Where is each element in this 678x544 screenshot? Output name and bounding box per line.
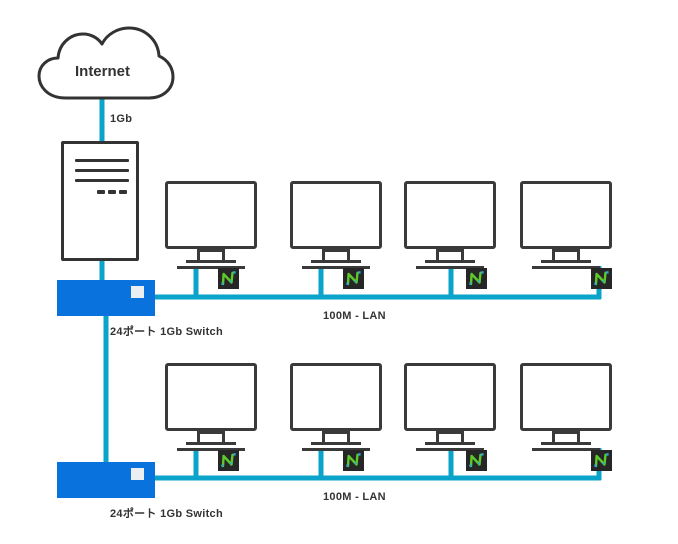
monitor-base (416, 448, 484, 451)
monitor-base (186, 442, 236, 445)
switch-2-status-led (131, 468, 144, 480)
internet-cloud[interactable]: Internet (30, 22, 175, 106)
node-monitor-icon-1-3[interactable] (466, 268, 487, 289)
monitor-base (541, 260, 591, 263)
switch-1-status-led (131, 286, 144, 298)
monitor-stand (197, 249, 200, 261)
node-monitor-icon-2-3[interactable] (466, 450, 487, 471)
node-monitor-icon-1-4[interactable] (591, 268, 612, 289)
monitor-base (532, 266, 600, 269)
monitor-stand (222, 431, 225, 443)
monitor-stand (552, 431, 555, 443)
monitor-stand (322, 431, 325, 443)
monitor-base (541, 442, 591, 445)
monitor-stand (461, 249, 464, 261)
server-indicator-group (97, 190, 127, 194)
monitor-base (532, 448, 600, 451)
uplink-speed-label: 1Gb (110, 113, 133, 125)
monitor-stand (436, 431, 464, 434)
client-workstation-1-1[interactable] (165, 181, 257, 269)
monitor-stand (197, 431, 200, 443)
monitor-stand (552, 249, 580, 252)
client-workstation-2-1[interactable] (165, 363, 257, 451)
monitor-base (177, 448, 245, 451)
node-monitor-icon-1-1[interactable] (218, 268, 239, 289)
monitor-base (311, 442, 361, 445)
node-monitor-icon-2-4[interactable] (591, 450, 612, 471)
server-vent-line (75, 159, 129, 162)
monitor-stand (552, 249, 555, 261)
monitor-stand (197, 431, 225, 434)
node-monitor-icon-2-1[interactable] (218, 450, 239, 471)
monitor-icon (404, 363, 496, 431)
monitor-stand (322, 249, 325, 261)
node-monitor-icon-1-2[interactable] (343, 268, 364, 289)
monitor-stand (577, 431, 580, 443)
monitor-icon (520, 181, 612, 249)
monitor-icon (165, 181, 257, 249)
server-indicator-dot (108, 190, 116, 194)
monitor-icon (290, 363, 382, 431)
server-tower[interactable] (61, 141, 139, 261)
monitor-stand (322, 431, 350, 434)
server-vent-line (75, 179, 129, 182)
monitor-base (425, 260, 475, 263)
server-vent-line (75, 169, 129, 172)
monitor-stand (347, 249, 350, 261)
client-workstation-1-4[interactable] (520, 181, 612, 269)
monitor-stand (461, 431, 464, 443)
monitor-icon (520, 363, 612, 431)
monitor-icon (290, 181, 382, 249)
monitor-stand (222, 249, 225, 261)
client-workstation-2-4[interactable] (520, 363, 612, 451)
monitor-base (416, 266, 484, 269)
switch-2[interactable] (57, 462, 155, 498)
monitor-icon (165, 363, 257, 431)
monitor-stand (322, 249, 350, 252)
client-workstation-1-3[interactable] (404, 181, 496, 269)
monitor-stand (197, 249, 225, 252)
monitor-base (177, 266, 245, 269)
internet-label: Internet (74, 62, 130, 80)
client-workstation-1-2[interactable] (290, 181, 382, 269)
monitor-base (311, 260, 361, 263)
monitor-base (425, 442, 475, 445)
client-workstation-2-2[interactable] (290, 363, 382, 451)
switch-1[interactable] (57, 280, 155, 316)
client-workstation-2-3[interactable] (404, 363, 496, 451)
monitor-base (302, 266, 370, 269)
monitor-stand (436, 249, 464, 252)
server-indicator-dot (119, 190, 127, 194)
monitor-base (302, 448, 370, 451)
cloud-icon (37, 26, 175, 100)
segment-2-speed-label: 100M - LAN (323, 491, 386, 503)
monitor-stand (347, 431, 350, 443)
segment-1-speed-label: 100M - LAN (323, 310, 386, 322)
monitor-stand (577, 249, 580, 261)
monitor-stand (436, 431, 439, 443)
node-monitor-icon-2-2[interactable] (343, 450, 364, 471)
monitor-stand (552, 431, 580, 434)
switch-1-label: 24ポート 1Gb Switch (110, 326, 223, 338)
server-indicator-dot (97, 190, 105, 194)
monitor-icon (404, 181, 496, 249)
monitor-base (186, 260, 236, 263)
monitor-stand (436, 249, 439, 261)
switch-2-label: 24ポート 1Gb Switch (110, 508, 223, 520)
